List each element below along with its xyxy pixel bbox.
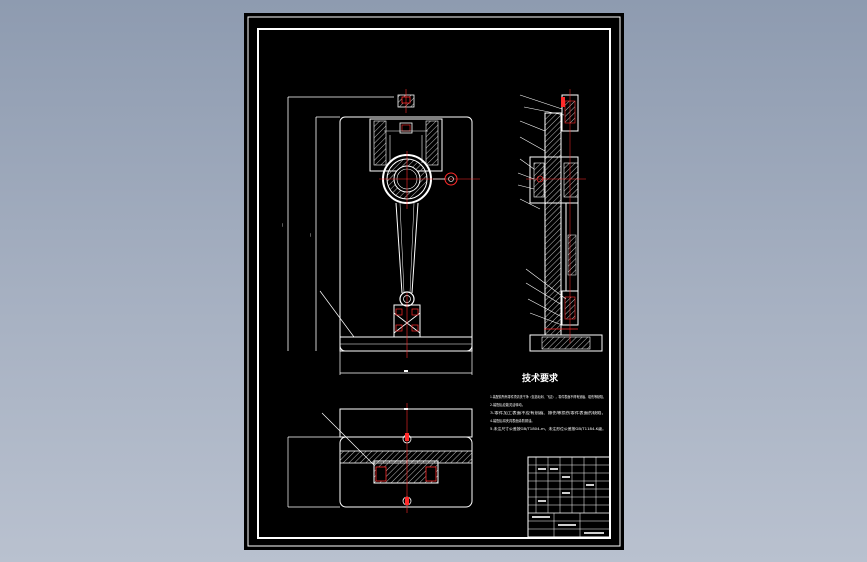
- drawing-canvas: — —: [247, 16, 621, 547]
- tech-note-5: 5.未注尺寸公差按GB/T1804-m，未注形位公差按GB/T1184-K级。: [490, 426, 606, 431]
- title-block: [527, 456, 611, 538]
- inner-frame: [257, 28, 611, 539]
- tech-title: 技术要求: [522, 372, 559, 384]
- tech-note-2: 2.装配后应能灵活转动。: [490, 402, 525, 407]
- svg-text:—: —: [280, 223, 285, 227]
- front-view: — —: [280, 89, 480, 375]
- outer-frame: [247, 16, 621, 547]
- top-view: [287, 403, 473, 513]
- drawing-sheet: — —: [244, 13, 624, 550]
- side-view: [517, 89, 603, 352]
- tech-note-1: 1.装配前所有零件须清洗干净（包括毛刺、飞边），零件表面不得有划痕、碰伤等缺陷，: [490, 394, 606, 399]
- tech-note-4: 4.装配后将夹具表面涂防锈油。: [490, 418, 534, 423]
- tech-note-3: 3.零件加工表面不应有划痕、擦伤等损伤零件表面的缺陷，: [490, 410, 606, 415]
- technical-requirements: 技术要求 1.装配前所有零件须清洗干净（包括毛刺、飞边），零件表面不得有划痕、碰…: [490, 372, 606, 431]
- svg-text:—: —: [308, 233, 313, 237]
